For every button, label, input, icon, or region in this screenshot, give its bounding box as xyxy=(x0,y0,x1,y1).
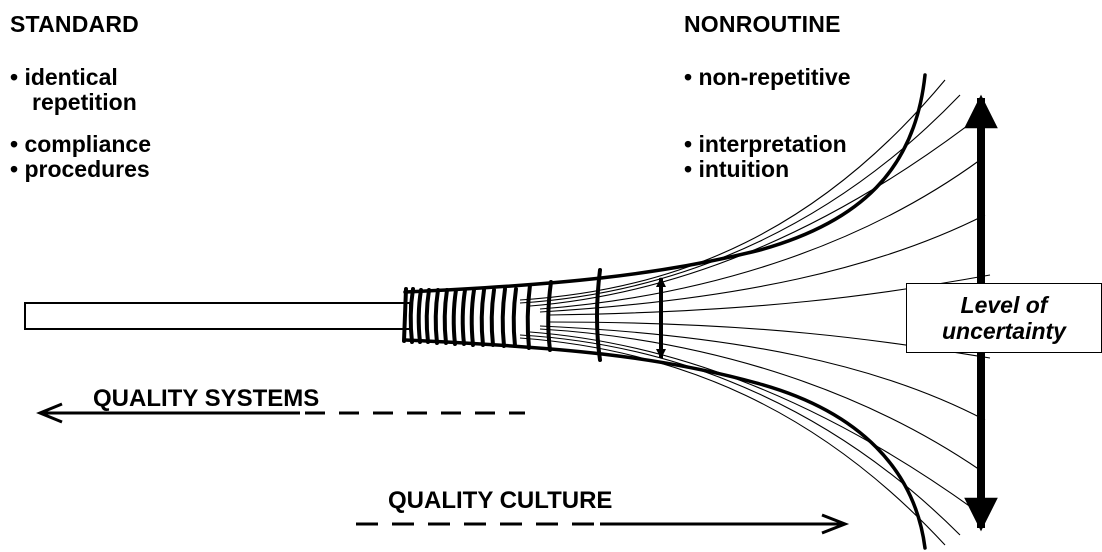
quality-culture-arrow xyxy=(356,515,845,533)
bullet-text: procedures xyxy=(24,156,149,182)
bullet-text: non-repetitive xyxy=(698,64,850,90)
standard-bullet-procedures: • procedures xyxy=(10,158,150,181)
bullet-glyph: • xyxy=(10,64,18,90)
nonroutine-bullet-intuition: • intuition xyxy=(684,158,789,181)
standard-bullet-compliance: • compliance xyxy=(10,133,151,156)
uncertainty-label-line2: uncertainty xyxy=(942,318,1066,344)
quality-culture-label: QUALITY CULTURE xyxy=(388,489,612,513)
quality-systems-label: QUALITY SYSTEMS xyxy=(93,387,319,411)
standard-bullet-identical-repetition: • identical xyxy=(10,66,118,89)
bullet-glyph: • xyxy=(684,64,692,90)
standard-bullet-continuation: repetition xyxy=(32,91,137,114)
bullet-glyph: • xyxy=(10,156,18,182)
nonroutine-heading: NONROUTINE xyxy=(684,13,841,36)
nonroutine-bullet-interpretation: • interpretation xyxy=(684,133,847,156)
bullet-text: intuition xyxy=(698,156,789,182)
bullet-glyph: • xyxy=(684,131,692,157)
bullet-text: compliance xyxy=(24,131,151,157)
bullet-glyph: • xyxy=(684,156,692,182)
bullet-text: interpretation xyxy=(698,131,846,157)
bullet-text: identical xyxy=(24,64,117,90)
nonroutine-bullet-non-repetitive: • non-repetitive xyxy=(684,66,851,89)
pipe-shaft xyxy=(25,303,410,329)
bullet-glyph: • xyxy=(10,131,18,157)
standard-heading: STANDARD xyxy=(10,13,139,36)
uncertainty-label-line1: Level of xyxy=(961,292,1048,318)
uncertainty-label-box: Level of uncertainty xyxy=(906,283,1102,353)
